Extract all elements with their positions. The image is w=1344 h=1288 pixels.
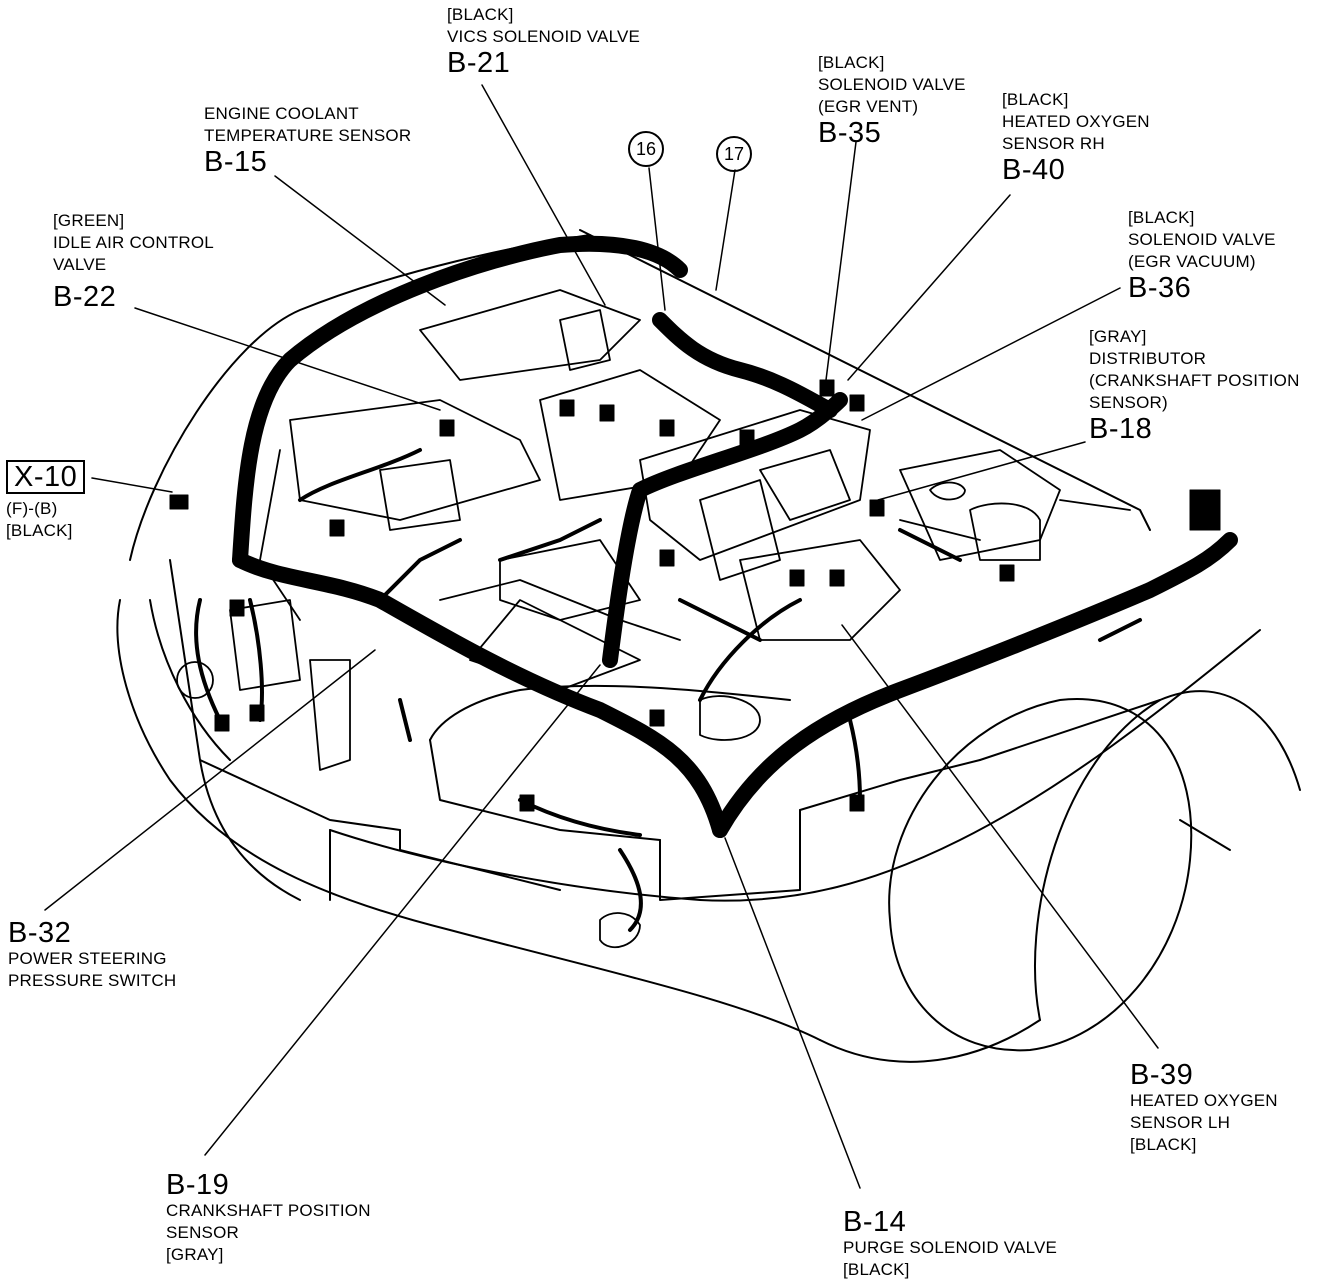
callout-x10-line-1: (F)-(B) [6, 499, 58, 518]
callout-b15-code: B-15 [204, 146, 268, 178]
callout-b35-line-1: [BLACK] [818, 53, 885, 72]
callout-b39-line-3: [BLACK] [1130, 1135, 1197, 1154]
callout-b40-line-1: [BLACK] [1002, 90, 1069, 109]
callout-b18-line-1: [GRAY] [1089, 327, 1147, 346]
callout-b40-line-2: HEATED OXYGEN [1002, 112, 1150, 131]
callout-b14-code: B-14 [843, 1206, 907, 1238]
callout-b39-line-2: SENSOR LH [1130, 1113, 1231, 1132]
callout-b36-line-3: (EGR VACUUM) [1128, 252, 1256, 271]
callout-b18-line-3: (CRANKSHAFT POSITION [1089, 371, 1300, 390]
callout-b22-line-2: IDLE AIR CONTROL [53, 233, 214, 252]
callout-b22: [GREEN] IDLE AIR CONTROL VALVE B-22 [53, 210, 214, 312]
connectors [169, 379, 1221, 812]
callout-b32: B-32 POWER STEERING PRESSURE SWITCH [8, 918, 176, 992]
callout-b18-line-2: DISTRIBUTOR [1089, 349, 1207, 368]
callout-b14: B-14 PURGE SOLENOID VALVE [BLACK] [843, 1207, 1057, 1281]
callout-b15: ENGINE COOLANT TEMPERATURE SENSOR B-15 [204, 103, 411, 177]
callout-b39-line-1: HEATED OXYGEN [1130, 1091, 1278, 1110]
circled-marker-17: 17 [716, 136, 752, 172]
callout-b36: [BLACK] SOLENOID VALVE (EGR VACUUM) B-36 [1128, 207, 1276, 303]
callout-b21: [BLACK] VICS SOLENOID VALVE B-21 [447, 4, 640, 78]
wiring-branches [194, 448, 1142, 932]
callout-b18-line-4: SENSOR) [1089, 393, 1168, 412]
callout-x10-line-2: [BLACK] [6, 521, 73, 540]
callout-b21-line-1: [BLACK] [447, 5, 514, 24]
callout-b40-code: B-40 [1002, 154, 1066, 186]
callout-b14-line-1: PURGE SOLENOID VALVE [843, 1238, 1058, 1257]
callout-b36-code: B-36 [1128, 272, 1192, 304]
callout-b14-line-2: [BLACK] [843, 1260, 910, 1279]
callout-b15-line-2: TEMPERATURE SENSOR [204, 126, 412, 145]
engine-components [176, 289, 1131, 949]
callout-b32-line-2: PRESSURE SWITCH [8, 971, 177, 990]
callout-b15-line-1: ENGINE COOLANT [204, 104, 359, 123]
callout-b35: [BLACK] SOLENOID VALVE (EGR VENT) B-35 [818, 52, 966, 148]
callout-b19-line-3: [GRAY] [166, 1245, 224, 1264]
callout-b22-line-1: [GREEN] [53, 211, 125, 230]
callout-x10-code: X-10 [6, 460, 86, 494]
callout-b35-line-3: (EGR VENT) [818, 97, 919, 116]
callout-b35-code: B-35 [818, 117, 882, 149]
callout-b35-line-2: SOLENOID VALVE [818, 75, 966, 94]
callout-b32-code: B-32 [8, 917, 72, 949]
circled-marker-16: 16 [628, 131, 664, 167]
callout-b36-line-1: [BLACK] [1128, 208, 1195, 227]
wiring-harness [232, 235, 1238, 838]
callout-b40: [BLACK] HEATED OXYGEN SENSOR RH B-40 [1002, 89, 1150, 185]
callout-b40-line-3: SENSOR RH [1002, 134, 1105, 153]
callout-b19-line-1: CRANKSHAFT POSITION [166, 1201, 371, 1220]
callout-b39-code: B-39 [1130, 1059, 1194, 1091]
leader-lines [44, 84, 1159, 1189]
callout-b32-line-1: POWER STEERING [8, 949, 167, 968]
callout-b18-code: B-18 [1089, 413, 1153, 445]
callout-b19: B-19 CRANKSHAFT POSITION SENSOR [GRAY] [166, 1170, 371, 1266]
callout-x10: X-10 (F)-(B) [BLACK] [6, 460, 86, 542]
callout-b18: [GRAY] DISTRIBUTOR (CRANKSHAFT POSITION … [1089, 326, 1300, 444]
callout-b21-code: B-21 [447, 47, 511, 79]
callout-b19-line-2: SENSOR [166, 1223, 239, 1242]
callout-b39: B-39 HEATED OXYGEN SENSOR LH [BLACK] [1130, 1060, 1278, 1156]
callout-b22-line-3: VALVE [53, 255, 107, 274]
callout-b19-code: B-19 [166, 1169, 230, 1201]
callout-b36-line-2: SOLENOID VALVE [1128, 230, 1276, 249]
vehicle-body-outline [116, 229, 1301, 1063]
callout-b22-code: B-22 [53, 281, 117, 313]
callout-b21-line-2: VICS SOLENOID VALVE [447, 27, 641, 46]
